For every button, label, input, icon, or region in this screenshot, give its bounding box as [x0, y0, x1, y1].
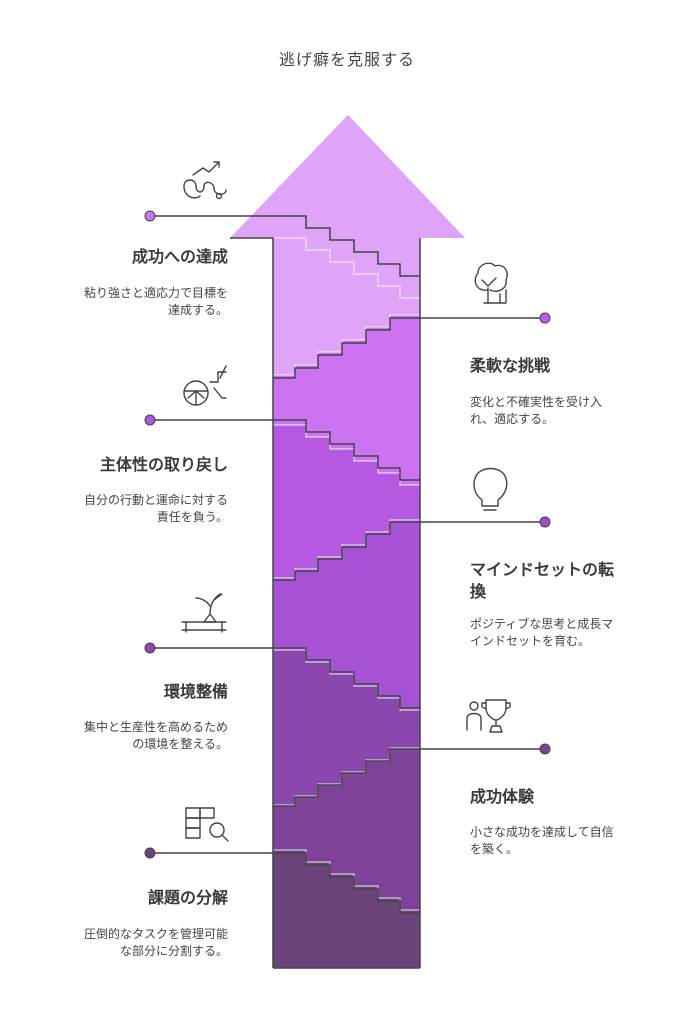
step-dot — [539, 516, 551, 528]
step-desc: 粘り強さと適応力で目標を 達成する。 — [8, 285, 228, 319]
step-desc: 圧倒的なタスクを管理可能 な部分に分割する。 — [8, 926, 228, 960]
step-desc-line: 変化と不確実性を受け入 — [470, 395, 603, 409]
step-desc-line: 達成する。 — [167, 303, 228, 317]
growth-map-icon — [183, 161, 227, 200]
step-desc-line: な部分に分割する。 — [119, 944, 228, 958]
step-dot — [144, 847, 156, 859]
step-dot — [144, 642, 156, 654]
step-title: 環境整備 — [163, 682, 228, 701]
step-desc-line: 集中と生産性を高めるため — [83, 720, 228, 734]
band-violet-5 — [273, 650, 420, 805]
step-dot — [539, 312, 551, 324]
step-desc: ポジティブな思考と成長マ インドセットを育む。 — [470, 616, 670, 650]
band-violet-3 — [273, 425, 420, 578]
step-title: 課題の分解 — [147, 888, 228, 907]
puzzle-search-icon — [185, 807, 229, 842]
tree-icon — [474, 262, 508, 304]
step-desc-line: インドセットを育む。 — [470, 634, 591, 648]
step-title: マインドセットの転 換 — [470, 559, 670, 603]
step-title-line: 換 — [470, 582, 487, 601]
step-desc: 変化と不確実性を受け入 れ、適応する。 — [470, 394, 670, 428]
band-violet-7 — [273, 850, 420, 968]
step-desc: 小さな成功を達成して自信 を築く。 — [470, 824, 670, 858]
steering-wheel-icon — [183, 365, 227, 406]
step-desc: 集中と生産性を高めるため の環境を整える。 — [8, 719, 228, 753]
step-desc-line: 責任を負う。 — [156, 510, 228, 524]
step-desc-line: 圧倒的なタスクを管理可能 — [83, 927, 228, 941]
step-desc: 自分の行動と運命に対する 責任を負う。 — [8, 492, 228, 526]
band-violet-2 — [273, 315, 420, 485]
step-title: 柔軟な挑戦 — [470, 356, 551, 375]
step-dot — [144, 210, 156, 222]
step-desc-line: れ、適応する。 — [470, 412, 555, 426]
band-top — [230, 115, 465, 375]
arrow-outline-left — [230, 237, 274, 968]
step-desc-line: の環境を整える。 — [132, 737, 228, 751]
step-title: 主体性の取り戻し — [99, 455, 228, 474]
step-desc-line: ポジティブな思考と成長マ — [470, 617, 614, 631]
step-dot — [144, 414, 156, 426]
plant-desk-icon — [181, 593, 227, 633]
step-title-line: マインドセットの転 — [470, 560, 615, 579]
page-title: 逃げ癖を克服する — [278, 50, 415, 69]
trophy-person-icon — [466, 699, 511, 733]
band-violet-6 — [273, 748, 420, 910]
lightbulb-icon — [473, 467, 508, 511]
step-desc-line: 自分の行動と運命に対する — [83, 493, 228, 507]
step-desc-line: 粘り強さと適応力で目標を — [83, 286, 228, 300]
step-desc-line: を築く。 — [470, 842, 519, 856]
step-desc-line: 小さな成功を達成して自信 — [470, 825, 614, 839]
step-title: 成功体験 — [470, 787, 535, 806]
step-title: 成功への達成 — [131, 247, 228, 266]
step-dot — [539, 743, 551, 755]
band-violet-4 — [273, 520, 420, 710]
